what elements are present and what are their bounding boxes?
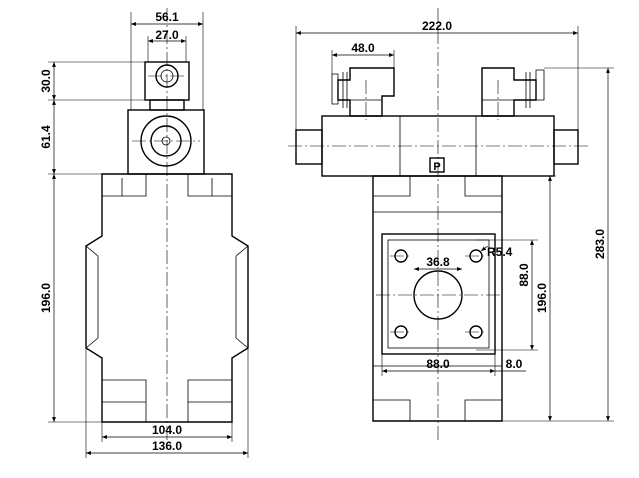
dim-connector-width: 48.0 (351, 41, 375, 55)
dim-front-overall-height: 283.0 (593, 229, 607, 259)
dim-pattern-height: 88.0 (517, 263, 531, 287)
dim-head-height: 61.4 (39, 125, 53, 149)
port-mark: P (433, 161, 440, 173)
valve-head (127, 109, 205, 175)
dim-orifice-diameter: 36.8 (426, 255, 450, 269)
dim-front-overall-width: 222.0 (422, 19, 452, 33)
dim-top-width: 56.1 (155, 10, 179, 24)
front-dimensions: 222.0 48.0 283.0 196.0 88.0 36.8 R5.4 88… (295, 19, 614, 422)
side-dimensions: 56.1 27.0 30.0 61.4 196.0 104.0 136.0 (39, 10, 249, 458)
dim-edge-offset: 8.0 (506, 357, 523, 371)
dim-bolt-hole: R5.4 (487, 245, 513, 259)
side-view (85, 8, 249, 440)
dim-fitting-height: 30.0 (39, 69, 53, 93)
front-view: P (288, 8, 590, 440)
dim-pattern-width: 88.0 (426, 357, 450, 371)
mounting-plate (381, 233, 496, 355)
left-connector (331, 67, 395, 117)
front-body (372, 175, 503, 422)
right-connector (481, 67, 545, 117)
dim-flange-width: 104.0 (152, 423, 182, 437)
dim-front-body-height: 196.0 (535, 283, 549, 313)
dim-fitting-width: 27.0 (155, 28, 179, 42)
dim-overall-width: 136.0 (152, 439, 182, 453)
dim-body-height: 196.0 (39, 283, 53, 313)
